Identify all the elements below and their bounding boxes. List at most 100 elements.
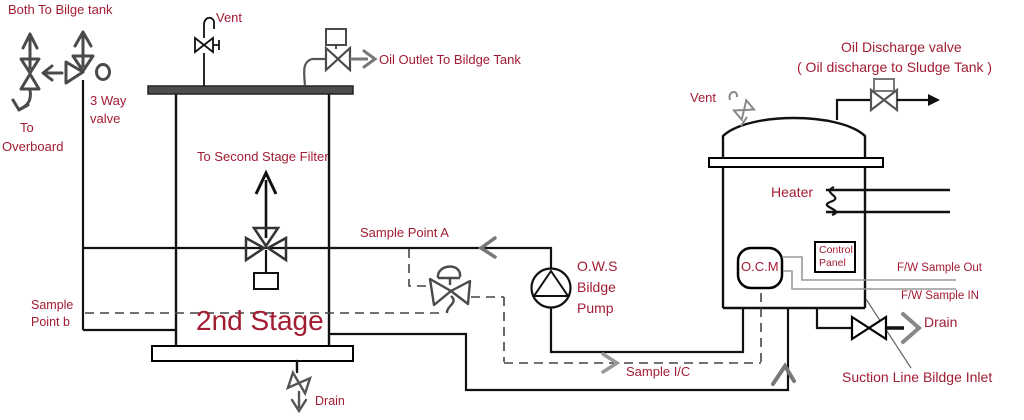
- oil-outlet-tri-left: [324, 45, 340, 73]
- suction-flow-arrow: [771, 362, 796, 386]
- label-suction-line: Suction Line Bildge Inlet: [842, 369, 993, 385]
- fw-sample-in-line: [783, 270, 956, 290]
- vent-valve-handle: [213, 40, 220, 50]
- discharge-arrow-head: [928, 94, 940, 106]
- left-valve-up-arrow: [21, 32, 39, 50]
- filter-drain-tri-left: [286, 369, 301, 390]
- fw-sample-lines: [782, 256, 956, 290]
- left-valve-tri-top: [19, 57, 41, 75]
- right-valve-handle-ring: [95, 63, 111, 81]
- dashed-sample-lines: [85, 249, 762, 364]
- label-sample-ic: Sample I/C: [626, 364, 691, 379]
- filter-drain-tri-right: [297, 376, 312, 397]
- sample-valve-cap: [436, 265, 462, 280]
- label-vent-left: Vent: [216, 10, 243, 25]
- vent-right-tri-right: [742, 98, 757, 112]
- ocm-unit: [736, 246, 784, 290]
- vent-right-gooseneck: [728, 91, 739, 101]
- label-fw-in: F/W Sample IN: [901, 290, 979, 302]
- sample-tap-line: [408, 249, 431, 287]
- sample-ic-arrow: [601, 352, 621, 374]
- vent-valve-tri-left: [194, 36, 206, 54]
- label-control-1: Control: [819, 244, 853, 256]
- label-oil-discharge-1: Oil Discharge valve: [841, 39, 962, 55]
- label-vent-right: Vent: [690, 90, 717, 105]
- vent-valve-right: [728, 91, 757, 127]
- label-pump-3: Pump: [577, 300, 614, 316]
- vessel-top-plate: [147, 85, 354, 95]
- discharge-pipe: [835, 98, 871, 120]
- label-oil-outlet: Oil Outlet To Bildge Tank: [379, 52, 521, 67]
- filter-drain-arrow: [290, 398, 308, 414]
- label-to-overboard-1: To: [20, 120, 34, 135]
- sample-valve-tail: [445, 295, 455, 314]
- drain-valve-right: [815, 308, 923, 344]
- label-drain-right: Drain: [924, 314, 958, 330]
- oil-outlet-valve: [303, 28, 378, 87]
- label-sample-b-1: Sample: [31, 298, 74, 312]
- separator-tank: [708, 116, 884, 310]
- filter-drain-bowtie: [286, 369, 312, 397]
- manifold-connector-arrow: [41, 64, 54, 82]
- sample-valve-tri-right: [449, 279, 472, 306]
- vent-valve-left: [194, 16, 220, 86]
- vent-valve-tri-right: [202, 36, 214, 54]
- tank-flange: [708, 157, 884, 168]
- label-ocm: O.C.M: [741, 259, 779, 274]
- discharge-tri-right: [882, 87, 899, 113]
- label-3way-line1: 3 Way: [90, 93, 127, 108]
- pipe-sample-point-a-line: [83, 246, 553, 270]
- oil-discharge-valve: [835, 78, 940, 120]
- label-pump-2: Bildge: [577, 279, 616, 295]
- drain-pipe-right: [815, 308, 852, 330]
- overboard-arrow-head: [11, 98, 30, 112]
- fw-sample-out-line: [782, 256, 956, 281]
- sample-3way-valve: [428, 265, 472, 314]
- discharge-actuator: [873, 78, 895, 92]
- right-valve-tri-left: [64, 60, 85, 85]
- internal-3way-valve: [244, 169, 288, 290]
- filter-drain-valve: [286, 359, 312, 414]
- pump-triangle: [532, 269, 570, 297]
- oil-outlet-tri-right: [336, 45, 352, 73]
- sample-valve-tri-left: [428, 277, 453, 307]
- valve-tri-right: [265, 235, 288, 263]
- valve-tri-top: [251, 226, 281, 249]
- label-sample-b-2: Point b: [31, 315, 70, 329]
- label-3way-line2: valve: [90, 111, 121, 126]
- vent-gooseneck: [203, 16, 215, 38]
- oil-outlet-riser: [303, 57, 326, 87]
- suction-leader-line: [865, 298, 912, 369]
- pump-circle: [530, 267, 572, 309]
- label-2nd-stage: 2nd Stage: [196, 305, 324, 336]
- drain-arrow-right: [901, 312, 923, 344]
- oil-outlet-arrow-head: [362, 49, 378, 69]
- heater-element: [826, 185, 950, 217]
- to-filter-arrow-head: [254, 169, 278, 195]
- sample-down-line: [471, 296, 505, 362]
- label-both-to-bilge: Both To Bilge tank: [8, 2, 113, 17]
- drain-tri-left: [850, 314, 872, 342]
- label-to-overboard-2: Overboard: [2, 139, 64, 154]
- oil-outlet-actuator: [325, 28, 347, 46]
- second-stage-vessel: [147, 85, 354, 362]
- valve-actuator-box: [253, 272, 279, 290]
- vent-right-tail: [740, 116, 748, 127]
- label-pump-1: O.W.S: [577, 258, 618, 274]
- valve-tri-left: [244, 235, 267, 263]
- label-drain-bottom: Drain: [315, 394, 345, 408]
- heater-lines: [826, 188, 950, 214]
- vent-right-tri-left: [731, 108, 746, 122]
- label-oil-discharge-2: ( Oil discharge to Sludge Tank ): [797, 59, 993, 75]
- right-valve-tri-top: [71, 54, 95, 73]
- tank-dome: [721, 116, 867, 158]
- label-control-2: Panel: [819, 257, 846, 269]
- vent-right-bowtie: [731, 98, 757, 122]
- vessel-bottom-flange: [151, 345, 354, 362]
- label-fw-out: F/W Sample Out: [897, 262, 982, 274]
- label-heater: Heater: [771, 184, 814, 200]
- label-sample-point-a: Sample Point A: [360, 225, 449, 240]
- pipe-pump-suction: [549, 307, 745, 354]
